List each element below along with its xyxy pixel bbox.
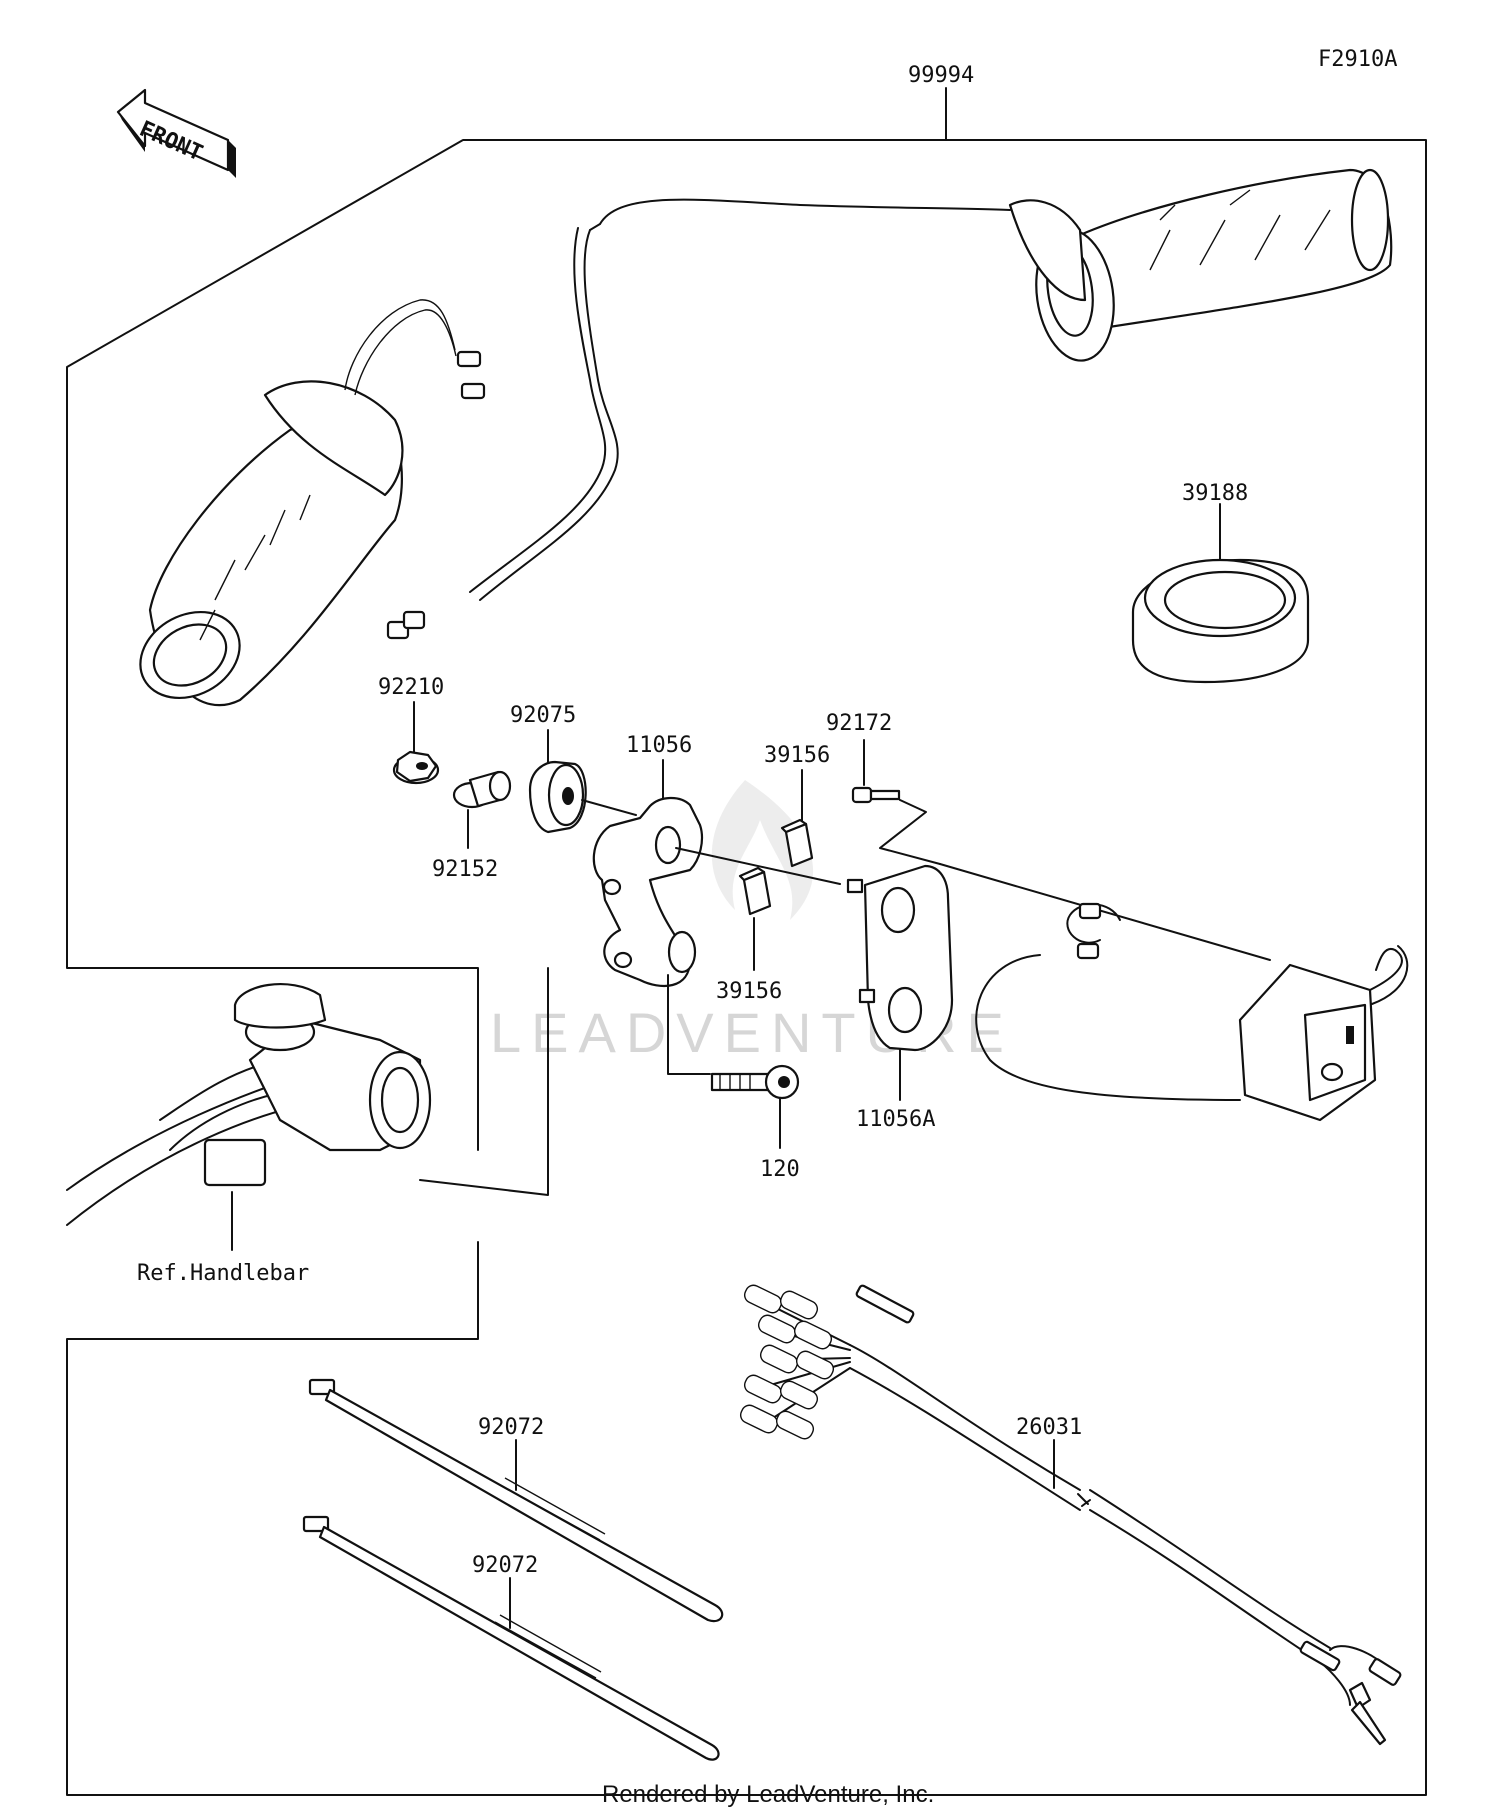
left-grip (139, 299, 486, 707)
ring-39188 (1131, 558, 1310, 684)
part-label-92172: 92172 (826, 711, 892, 736)
ref-handlebar-label: Ref.Handlebar (137, 1261, 309, 1286)
bolt-120 (710, 1064, 800, 1100)
collar-92152 (452, 770, 512, 809)
part-label-11056: 11056 (626, 733, 692, 758)
part-label-120: 120 (760, 1157, 800, 1182)
heat-controller (975, 902, 1409, 1122)
pad-39156-bottom (738, 866, 772, 916)
left-grip-cable (479, 198, 1011, 601)
cable-tie-92072-top (308, 1378, 724, 1623)
wiring-harness-26031 (739, 1284, 1402, 1746)
part-label-92152: 92152 (432, 857, 498, 882)
part-label-39156-top: 39156 (764, 743, 830, 768)
part-label-92072-top: 92072 (478, 1415, 544, 1440)
part-label-92072-bottom: 92072 (472, 1553, 538, 1578)
part-label-26031: 26031 (1016, 1415, 1082, 1440)
screw-92172 (851, 786, 901, 804)
handlebar-reference (66, 967, 549, 1251)
watermark-flame-icon (711, 780, 814, 920)
nut-92210 (392, 750, 440, 785)
part-label-99994: 99994 (908, 63, 974, 88)
pad-39156-top (780, 818, 814, 868)
part-label-11056A: 11056A (856, 1107, 935, 1132)
right-grip (1008, 168, 1393, 362)
bracket-11056 (592, 796, 704, 988)
kit-outline (66, 139, 1427, 1796)
connector-b (402, 610, 426, 630)
front-arrow-icon: FRONT (116, 88, 236, 178)
damper-92075 (528, 760, 587, 834)
part-label-39156-bottom: 39156 (716, 979, 782, 1004)
part-label-92075: 92075 (510, 703, 576, 728)
bracket-11056A (846, 864, 954, 1052)
credit-text: Rendered by LeadVenture, Inc. (602, 1781, 934, 1808)
part-label-92210: 92210 (378, 675, 444, 700)
cable-tie-92072-bottom (302, 1515, 720, 1761)
part-label-39188: 39188 (1182, 481, 1248, 506)
figure-code: F2910A (1318, 47, 1397, 72)
